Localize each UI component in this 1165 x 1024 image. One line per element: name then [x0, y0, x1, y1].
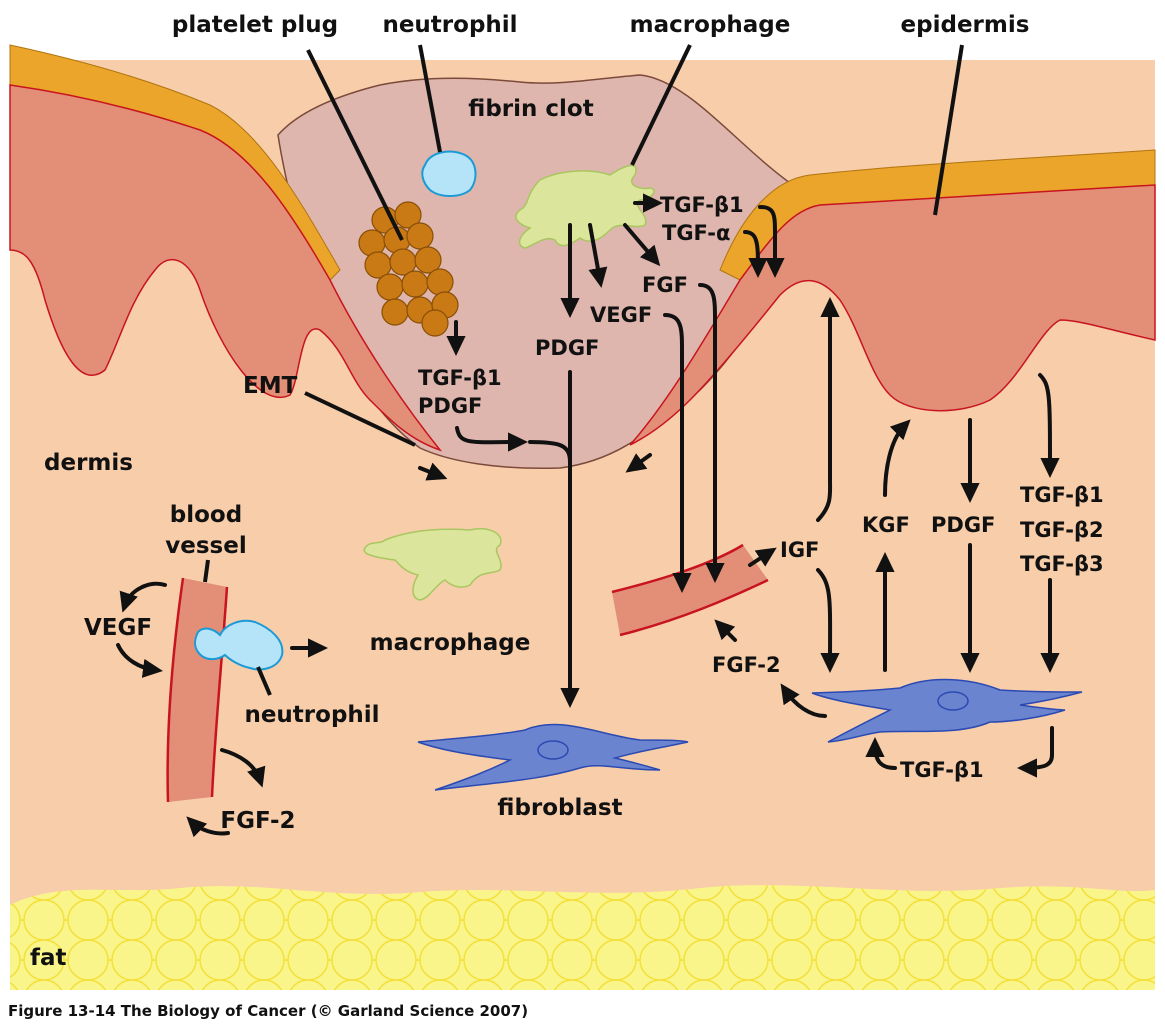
factor-platelet-tgfb1: TGF-β1 [418, 366, 502, 390]
label-blood: blood [170, 502, 242, 528]
label-emt: EMT [243, 373, 298, 399]
epidermis-left [9, 84, 443, 452]
label-epidermis: epidermis [901, 12, 1030, 38]
neutrophil-top [421, 150, 477, 197]
label-neutrophil-top: neutrophil [382, 12, 517, 38]
factor-kgf: KGF [862, 513, 910, 537]
signal-arrows [116, 193, 1060, 838]
label-macrophage-top: macrophage [630, 12, 791, 38]
figure-caption: Figure 13-14 The Biology of Cancer (© Ga… [8, 1002, 528, 1020]
factor-mac-pdgf: PDGF [535, 336, 599, 360]
factor-mac-tgfa: TGF-α [662, 221, 730, 245]
label-vegf-left: VEGF [84, 615, 152, 641]
fat-layer [10, 885, 1155, 990]
factor-igf: IGF [780, 538, 819, 562]
factor-tgfb2-right: TGF-β2 [1020, 518, 1104, 542]
label-macrophage-bottom: macrophage [370, 630, 531, 656]
fibroblast-right [811, 678, 1083, 743]
factor-mac-vegf: VEGF [590, 303, 652, 327]
label-vessel: vessel [165, 533, 246, 559]
factor-pdgf-right: PDGF [931, 513, 995, 537]
factor-platelet-pdgf: PDGF [418, 394, 482, 418]
epidermis-right [629, 184, 1156, 446]
factor-tgfb3-right: TGF-β3 [1020, 552, 1104, 576]
label-dermis: dermis [44, 450, 133, 476]
platelet-plug [358, 201, 459, 337]
macrophage-top [515, 164, 655, 249]
fibroblast-center [417, 723, 689, 791]
pointer-lines [203, 44, 964, 696]
factor-tgfb1-right: TGF-β1 [1020, 483, 1104, 507]
factor-fibroblast-tgfb1: TGF-β1 [900, 758, 984, 782]
label-neutrophil-bottom: neutrophil [244, 702, 379, 728]
label-fibrin-clot: fibrin clot [468, 96, 593, 122]
macrophage-bottom [363, 528, 502, 601]
label-platelet-plug: platelet plug [172, 12, 338, 38]
factor-mac-tgfb1: TGF-β1 [660, 193, 744, 217]
factor-fgf2-right: FGF-2 [712, 653, 781, 677]
label-fgf2-left: FGF-2 [220, 808, 295, 834]
factor-mac-fgf: FGF [642, 273, 688, 297]
neutrophil-bottom [194, 619, 284, 671]
label-fat: fat [30, 945, 67, 971]
label-fibroblast: fibroblast [497, 795, 622, 821]
